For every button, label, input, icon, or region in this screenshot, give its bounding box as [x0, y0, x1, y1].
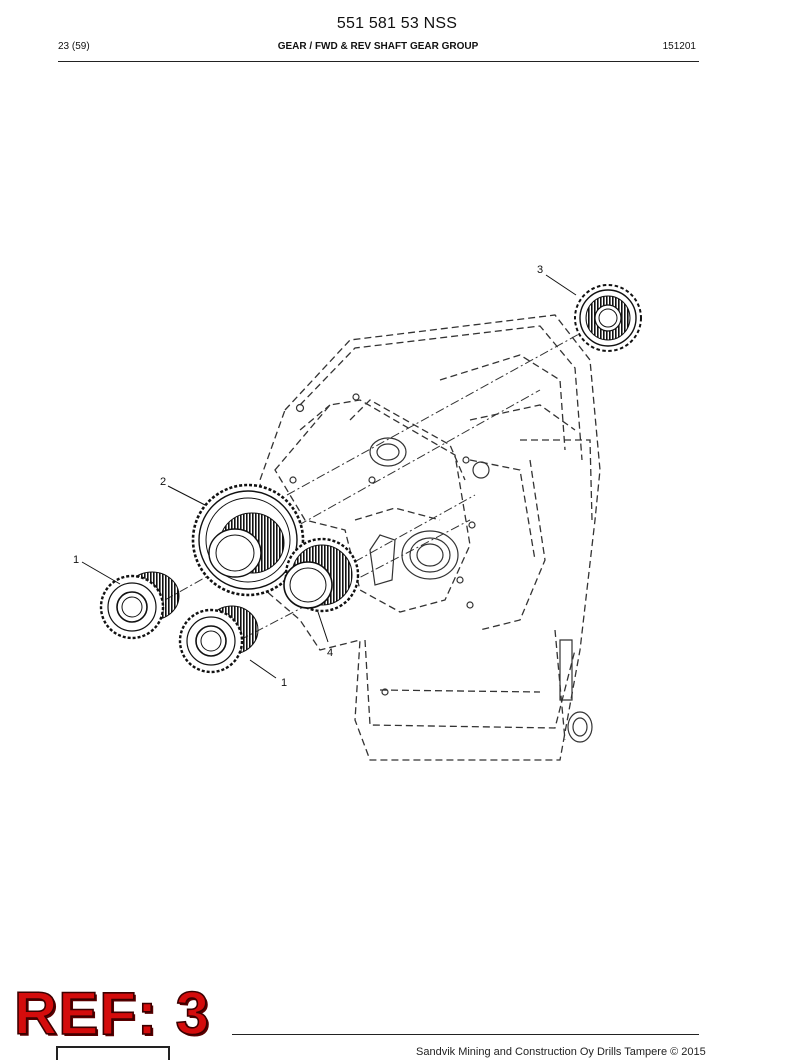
- header-divider: [58, 61, 699, 62]
- leader-lines: [81, 274, 577, 679]
- gear-3-drawing: [574, 284, 642, 352]
- page-title: GEAR / FWD & REV SHAFT GEAR GROUP: [277, 41, 479, 52]
- page-header: 23 (59) GEAR / FWD & REV SHAFT GEAR GROU…: [58, 41, 698, 55]
- revision-code: 151201: [662, 41, 696, 52]
- gear-2-drawing: [191, 483, 305, 597]
- callout-1-lower: 1: [281, 677, 287, 689]
- reference-stamp: REF: 3: [13, 980, 211, 1047]
- gear-4-drawing: [283, 537, 360, 613]
- gear-1-left-drawing: [99, 571, 180, 640]
- housing-details: [275, 393, 593, 743]
- callout-1-left: 1: [73, 554, 79, 566]
- footer-copyright: Sandvik Mining and Construction Oy Drill…: [416, 1046, 706, 1058]
- gear-1-lower-drawing: [178, 605, 259, 674]
- page-indicator: 23 (59): [58, 41, 90, 52]
- assembly-lines: [164, 327, 591, 641]
- document-number: 551 581 53 NSS: [336, 15, 458, 32]
- callout-3: 3: [537, 264, 543, 276]
- callout-2: 2: [160, 476, 166, 488]
- footer-divider: [232, 1034, 699, 1035]
- callout-4: 4: [327, 647, 333, 659]
- brand-logo: [56, 1046, 170, 1060]
